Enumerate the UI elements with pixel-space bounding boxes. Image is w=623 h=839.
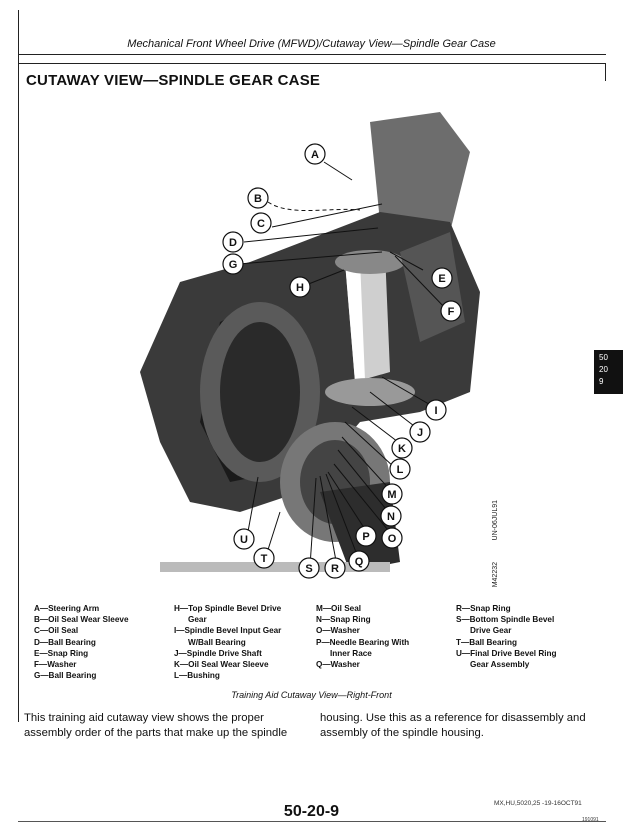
legend-item: Gear: [188, 615, 207, 625]
header-rule: [18, 54, 606, 55]
legend-item: O—Washer: [316, 626, 360, 636]
callout-leaders: [238, 161, 448, 567]
legend-item: S—Bottom Spindle Bevel: [456, 615, 555, 625]
body-text-right: housing. Use this as a reference for dis…: [320, 712, 586, 739]
gear-case-drawing: [120, 92, 498, 592]
callout-t: T: [261, 553, 268, 565]
callout-p: P: [362, 531, 369, 543]
cutaway-illustration: A B C D E F G H I J K L M N O P Q R S T …: [120, 92, 498, 592]
callout-letters: A B C D E F G H I J K L M N O P Q R S T …: [229, 149, 455, 575]
legend-column-3: M—Oil Seal N—Snap Ring O—Washer P—Needle…: [316, 603, 409, 670]
body-text-left: This training aid cutaway view shows the…: [24, 712, 288, 739]
legend-item: Inner Race: [330, 648, 372, 658]
legend-item: W/Ball Bearing: [188, 637, 246, 647]
left-margin-rule: [18, 10, 19, 722]
callout-e: E: [438, 273, 445, 285]
side-tab-line: 20: [599, 365, 608, 374]
legend-item: G—Ball Bearing: [34, 671, 97, 681]
section-box-top: [18, 63, 606, 64]
document-code: MX,HU,5020,25 -19-16OCT91: [494, 800, 582, 807]
callout-m: M: [387, 489, 396, 501]
legend-item: C—Oil Seal: [34, 626, 79, 636]
callout-g: G: [229, 259, 238, 271]
legend-item: Drive Gear: [470, 626, 512, 636]
callout-r: R: [331, 563, 339, 575]
side-tab-line: 50: [599, 353, 608, 362]
section-title: CUTAWAY VIEW—SPINDLE GEAR CASE: [26, 72, 321, 89]
callout-c: C: [257, 218, 265, 230]
side-tab-line: 9: [599, 377, 604, 386]
callout-k: K: [398, 443, 406, 455]
callout-i: I: [434, 405, 437, 417]
callout-h: H: [296, 282, 304, 294]
section-box-right: [605, 63, 606, 81]
legend-item: P—Needle Bearing With: [316, 637, 410, 647]
legend-item: J—Spindle Drive Shaft: [174, 648, 262, 658]
callout-o: O: [388, 533, 397, 545]
figure-code-date: UN-06JUL91: [492, 500, 499, 541]
section-thumb-tab: 50 20 9: [594, 350, 623, 394]
legend-item: A—Steering Arm: [34, 604, 100, 613]
legend-column-4: R—Snap Ring S—Bottom Spindle Bevel Drive…: [456, 603, 557, 670]
legend-item: H—Top Spindle Bevel Drive: [174, 604, 282, 613]
callout-u: U: [240, 534, 248, 546]
figure-code-number: M42232: [492, 562, 499, 588]
callout-f: F: [448, 306, 455, 318]
figure-caption: Training Aid Cutaway View—Right-Front: [231, 690, 392, 700]
page-header-title: Mechanical Front Wheel Drive (MFWD)/Cuta…: [127, 38, 496, 50]
legend-column-2: H—Top Spindle Bevel Drive Gear I—Spindle…: [174, 603, 281, 681]
callout-a: A: [311, 149, 319, 161]
legend-item: D—Ball Bearing: [34, 637, 96, 647]
callout-q: Q: [355, 556, 364, 568]
callout-d: D: [229, 237, 237, 249]
callout-j: J: [417, 427, 423, 439]
legend-item: I—Spindle Bevel Input Gear: [174, 626, 282, 636]
legend-item: Gear Assembly: [470, 660, 530, 670]
legend-item: T—Ball Bearing: [456, 637, 517, 647]
page-number: 50-20-9: [283, 803, 340, 820]
legend-item: Q—Washer: [316, 660, 360, 670]
legend-item: L—Bushing: [174, 671, 220, 681]
legend-item: E—Snap Ring: [34, 648, 89, 658]
footer-rule: [18, 821, 606, 822]
callout-circles: [222, 143, 462, 579]
callout-b: B: [254, 193, 262, 205]
legend-item: U—Final Drive Bevel Ring: [456, 648, 557, 658]
callout-s: S: [305, 563, 312, 575]
legend-item: K—Oil Seal Wear Sleeve: [174, 660, 269, 670]
legend-item: F—Washer: [34, 660, 77, 670]
legend-item: R—Snap Ring: [456, 604, 511, 613]
footer-date-code: 191091: [582, 817, 599, 823]
callout-n: N: [387, 511, 395, 523]
legend-item: B—Oil Seal Wear Sleeve: [34, 615, 129, 625]
legend-column-1: A—Steering Arm B—Oil Seal Wear Sleeve C—…: [34, 603, 129, 681]
callout-l: L: [397, 464, 404, 476]
legend-item: M—Oil Seal: [316, 604, 362, 613]
legend-item: N—Snap Ring: [316, 615, 371, 625]
